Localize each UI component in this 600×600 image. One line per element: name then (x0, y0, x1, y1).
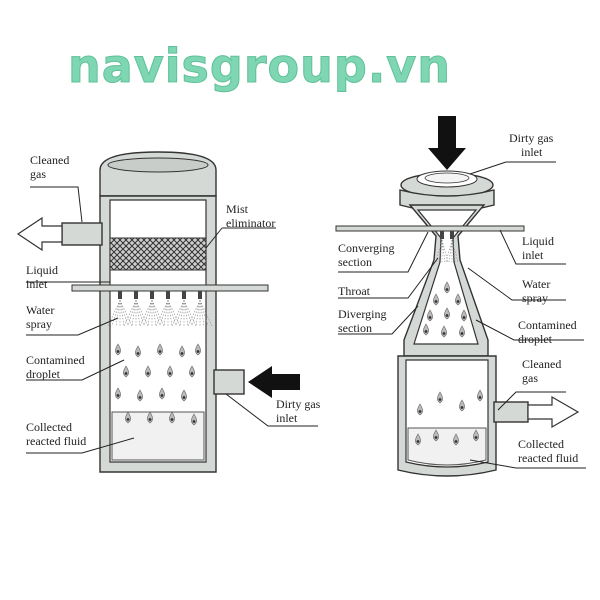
diverging-label-1: Diverging (338, 307, 386, 321)
right-collected-fluid-label-2: reacted fluid (518, 451, 578, 465)
right-cleaned-gas-label-2: gas (522, 371, 538, 385)
nozzle-icon (118, 291, 122, 299)
converging-label-2: section (338, 255, 372, 269)
spray-fan (123, 299, 149, 327)
nozzle-icon (182, 291, 186, 299)
left-leader-lines (26, 186, 318, 454)
nozzle-icon (150, 291, 154, 299)
left-water-spray-label-1: Water (26, 303, 54, 317)
left-collected-fluid-label-2: reacted fluid (26, 434, 86, 448)
spray-fan (139, 299, 165, 327)
nozzle-icon (166, 291, 170, 299)
right-water-spray-label-2: spray (522, 291, 548, 305)
left-dirty-gas-label-1: Dirty gas (276, 397, 321, 411)
venturi-cleaned-gas-arrow-icon (527, 395, 580, 429)
spray-nozzles (107, 291, 213, 327)
dirty-gas-inlet-pipe (213, 369, 245, 395)
spray-fan (187, 299, 213, 327)
right-leader-lines (338, 161, 586, 469)
venturi-scrubber (335, 116, 580, 477)
throat-label: Throat (338, 284, 371, 298)
mist-eliminator-label-2: eliminator (226, 216, 275, 230)
spray-fan (171, 299, 197, 327)
left-dirty-gas-label-2: inlet (276, 411, 298, 425)
right-dirty-gas-label-1: Dirty gas (509, 131, 554, 145)
mist-eliminator-mesh (109, 237, 207, 271)
diverging-label-2: section (338, 321, 372, 335)
right-dirty-gas-label-2: inlet (521, 145, 543, 159)
nozzle-icon (450, 231, 454, 239)
left-droplet-label-2: droplet (26, 367, 61, 381)
left-collected-fluid-label-1: Collected (26, 420, 72, 434)
dirty-gas-arrow-icon (248, 366, 300, 398)
liquid-inlet-pipe (71, 284, 269, 292)
right-droplet-label-2: droplet (518, 332, 553, 346)
spray-fan (155, 299, 181, 327)
spray-tower (16, 151, 300, 473)
venturi-spray (435, 231, 459, 263)
right-liquid-inlet-label-2: inlet (522, 248, 544, 262)
venturi-cleaned-gas-pipe (493, 401, 529, 423)
left-liquid-inlet-label-2: inlet (26, 277, 48, 291)
cleaned-gas-outlet-pipe (61, 222, 103, 246)
venturi-liquid-inlet-pipe (335, 225, 525, 232)
cleaned-gas-arrow-icon (16, 216, 63, 252)
right-liquid-inlet-label-1: Liquid (522, 234, 554, 248)
right-collected-fluid-label-1: Collected (518, 437, 564, 451)
nozzle-icon (198, 291, 202, 299)
watermark-text: navisgroup.vn (68, 39, 451, 93)
right-water-spray-label-1: Water (522, 277, 550, 291)
right-droplet-label-1: Contamined (518, 318, 577, 332)
spray-fan (107, 299, 133, 327)
nozzle-icon (440, 231, 444, 239)
left-cleaned-gas-label-1: Cleaned (30, 153, 69, 167)
right-cleaned-gas-label-1: Cleaned (522, 357, 561, 371)
venturi-dirty-gas-arrow-icon (428, 116, 466, 170)
left-cleaned-gas-label-2: gas (30, 167, 46, 181)
mist-eliminator-label-1: Mist (226, 202, 249, 216)
converging-label-1: Converging (338, 241, 394, 255)
venturi-collected-fluid-pool (407, 427, 487, 466)
left-droplet-label-1: Contamined (26, 353, 85, 367)
nozzle-icon (134, 291, 138, 299)
left-liquid-inlet-label-1: Liquid (26, 263, 58, 277)
left-water-spray-label-2: spray (26, 317, 52, 331)
